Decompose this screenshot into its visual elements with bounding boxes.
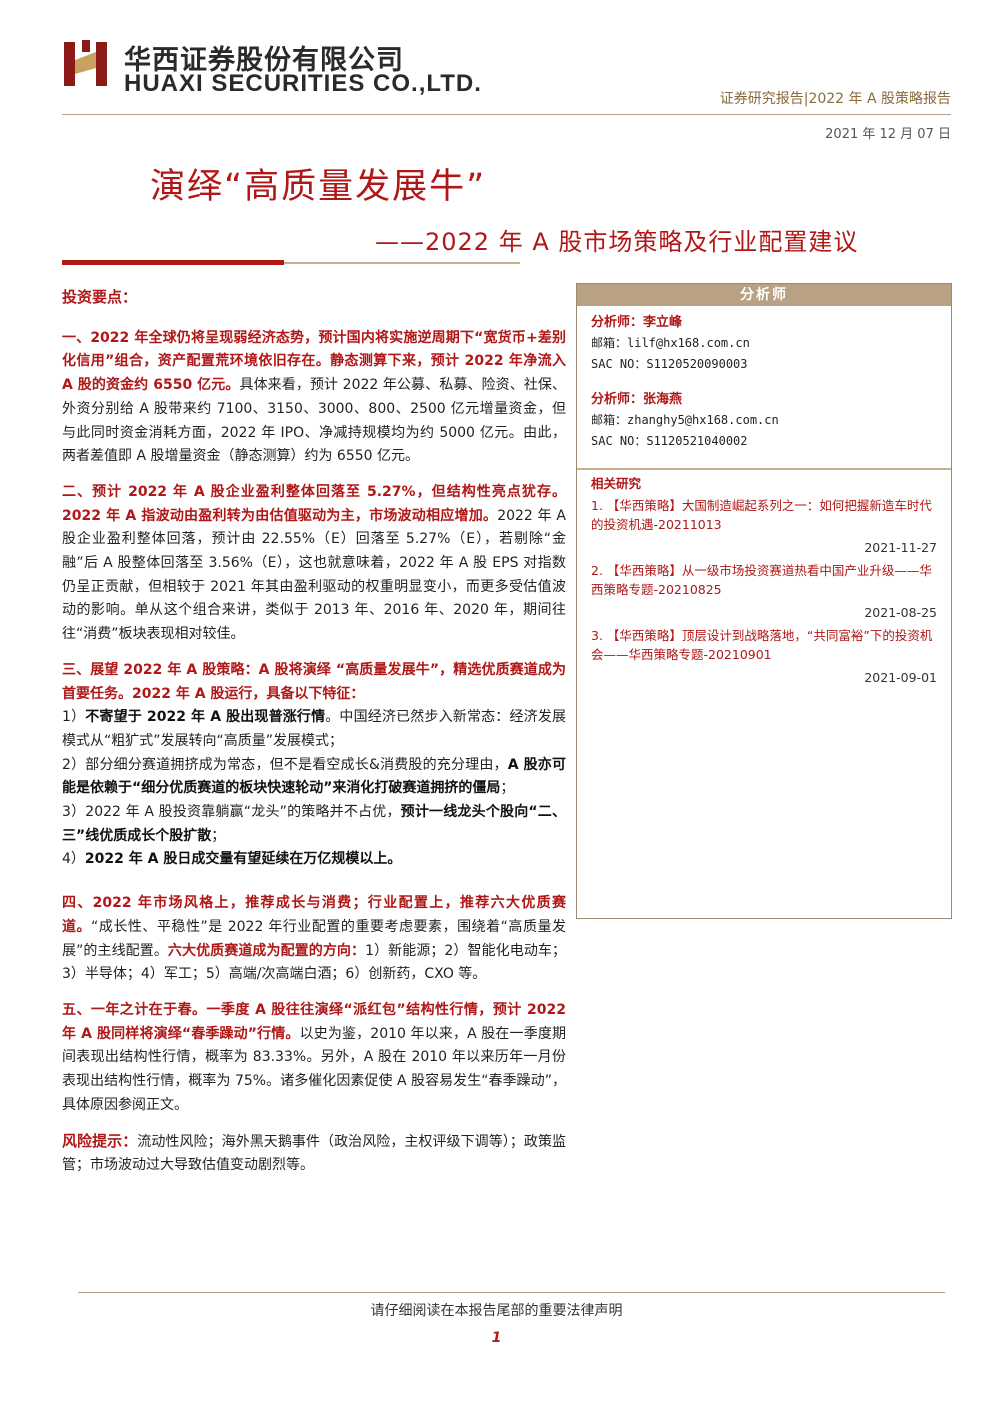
- report-title: 演绎“高质量发展牛”: [150, 167, 487, 207]
- section-2: 二、预计 2022 年 A 股企业盈利整体回落至 5.27%，但结构性亮点犹存。…: [62, 483, 567, 643]
- sidebar-panel: 分析师 分析师：李立峰 邮箱：lilf@hx168.com.cn SAC NO：…: [576, 283, 952, 919]
- page-number: 1: [491, 1330, 502, 1346]
- company-name-en: HUAXI SECURITIES CO.,LTD.: [124, 70, 482, 97]
- section-3-item-4: 4）2022 年 A 股日成交量有望延续在万亿规模以上。: [62, 851, 402, 868]
- analyst-sac: SAC NO：S1120520090003: [591, 357, 748, 371]
- section-1: 一、2022 年全球仍将呈现弱经济态势，预计国内将实施逆周期下“宽货币+差别化信…: [62, 329, 566, 465]
- analyst-email[interactable]: 邮箱：lilf@hx168.com.cn: [591, 336, 750, 350]
- footer-divider: [78, 1292, 945, 1293]
- company-name-cn: 华西证券股份有限公司: [124, 45, 404, 76]
- title-rule-red: [62, 260, 284, 265]
- section-4: 四、2022 年市场风格上，推荐成长与消费；行业配置上，推荐六大优质赛道。“成长…: [62, 895, 566, 983]
- analyst-sac: SAC NO：S1120521040002: [591, 434, 748, 448]
- report-tag: 证券研究报告|2022 年 A 股策略报告: [719, 91, 951, 107]
- analyst-email[interactable]: 邮箱：zhanghy5@hx168.com.cn: [591, 413, 779, 427]
- company-logo: [62, 38, 114, 90]
- legal-notice: 请仔细阅读在本报告尾部的重要法律声明: [370, 1303, 623, 1319]
- section-5: 五、一年之计在于春。一季度 A 股往往演绎“派红包”结构性行情，预计 2022 …: [62, 1001, 566, 1113]
- report-subtitle: ——2022 年 A 股市场策略及行业配置建议: [375, 228, 859, 256]
- related-research: 相关研究 1. 【华西策略】大国制造崛起系列之一：如何把握新造车时代的投资机遇-…: [577, 470, 951, 687]
- analyst-name: 分析师：张海燕: [591, 392, 683, 407]
- section-3-item-3: 3）2022 年 A 股投资靠躺赢“龙头”的策略并不占优，预计一线龙头个股向“二…: [62, 804, 567, 844]
- section-heading: 投资要点：: [62, 288, 138, 306]
- section-3-item-1: 1）不寄望于 2022 年 A 股出现普涨行情。中国经济已然步入新常态：经济发展…: [62, 709, 566, 749]
- research-link[interactable]: 2. 【华西策略】从一级市场投资赛道热看中国产业升级——华西策略专题-20210…: [591, 563, 932, 597]
- title-rule-tan: [284, 262, 520, 264]
- logo-icon: [64, 40, 107, 86]
- report-date: 2021 年 12 月 07 日: [825, 127, 951, 142]
- header-divider: [62, 114, 951, 115]
- related-research-heading: 相关研究: [591, 476, 642, 491]
- analyst-header: 分析师: [577, 284, 951, 306]
- sidebar-divider: [577, 468, 951, 470]
- section-3-heading: 三、展望 2022 年 A 股策略：A 股将演绎 “高质量发展牛”，精选优质赛道…: [62, 661, 566, 702]
- research-link[interactable]: 1. 【华西策略】大国制造崛起系列之一：如何把握新造车时代的投资机遇-20211…: [591, 498, 932, 532]
- main-content: 投资要点： 一、2022 年全球仍将呈现弱经济态势，预计国内将实施逆周期下“宽货…: [62, 286, 566, 1178]
- research-link[interactable]: 3. 【华西策略】顶层设计到战略落地，“共同富裕”下的投资机会——华西策略专题-…: [591, 628, 933, 662]
- analyst-name: 分析师：李立峰: [591, 315, 683, 330]
- analyst-block: 分析师：李立峰 邮箱：lilf@hx168.com.cn SAC NO：S112…: [577, 306, 951, 375]
- research-date: 2021-08-25: [864, 605, 937, 620]
- section-3-item-2: 2）部分细分赛道拥挤成为常态，但不是看空成长&消费股的充分理由，A 股亦可能是依…: [62, 756, 566, 797]
- analyst-block: 分析师：张海燕 邮箱：zhanghy5@hx168.com.cn SAC NO：…: [577, 375, 951, 452]
- research-date: 2021-09-01: [864, 670, 937, 685]
- risk-warning: 风险提示：流动性风险；海外黑天鹅事件（政治风险，主权评级下调等）；政策监管；市场…: [62, 1131, 566, 1174]
- research-date: 2021-11-27: [864, 540, 937, 555]
